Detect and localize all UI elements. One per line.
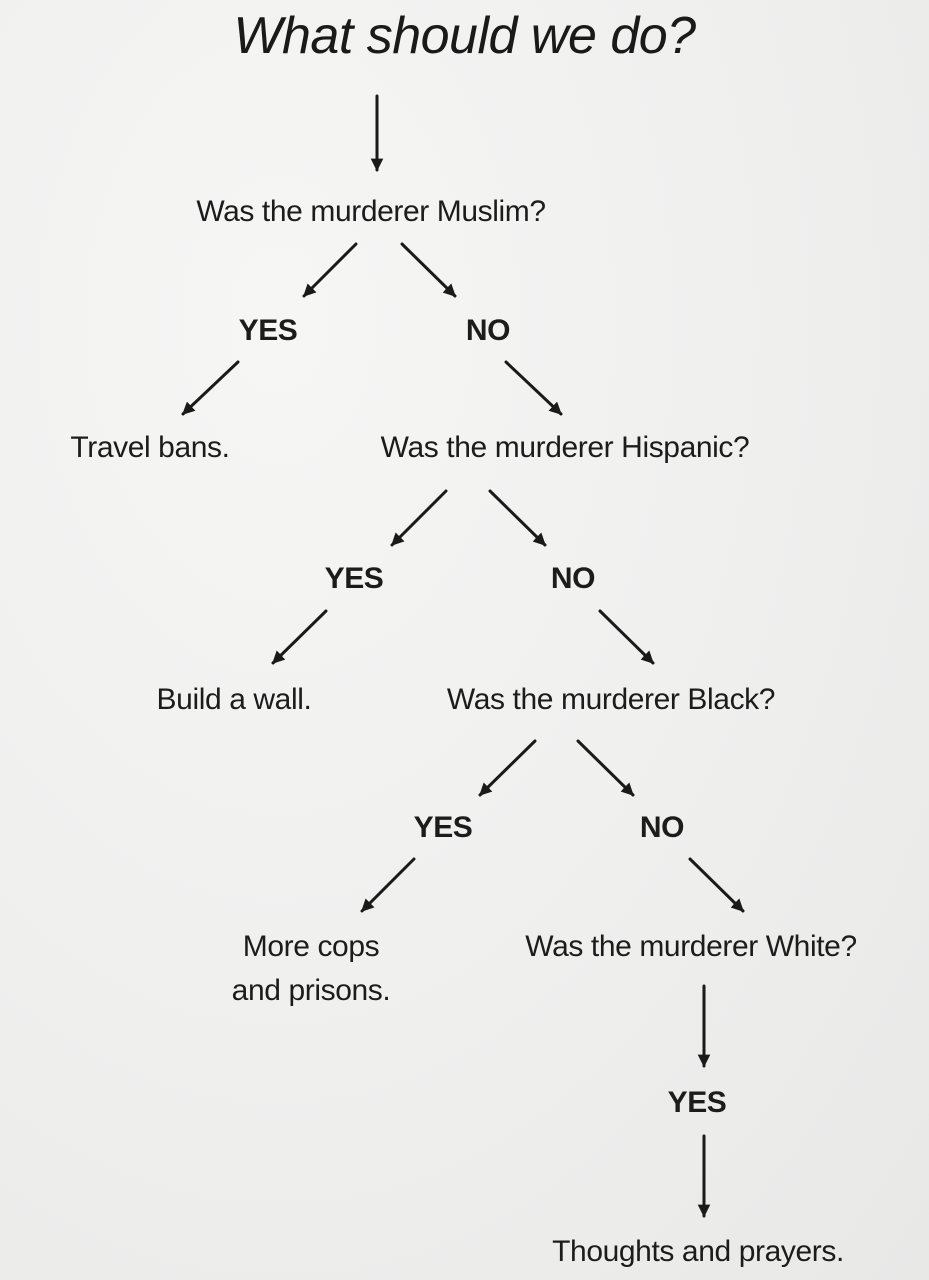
- arrow-black-to-no: [576, 739, 635, 797]
- answer-more-cops-line2: and prisons.: [231, 974, 391, 1007]
- arrow-no-to-white: [688, 857, 745, 913]
- arrow-yes-to-travel-bans: [181, 360, 240, 416]
- arrow-no-to-hispanic: [504, 360, 563, 416]
- question-hispanic: Was the murderer Hispanic?: [380, 431, 750, 464]
- arrow-hispanic-to-no: [488, 489, 547, 547]
- question-white: Was the murderer White?: [525, 930, 857, 963]
- arrow-muslim-to-yes: [302, 242, 358, 298]
- branch-white-yes: YES: [667, 1086, 727, 1119]
- answer-thoughts-prayers: Thoughts and prayers.: [552, 1235, 844, 1268]
- arrow-yes-to-build-wall: [271, 609, 328, 665]
- answer-more-cops: More cops and prisons.: [232, 925, 391, 1013]
- arrow-hispanic-to-yes: [390, 489, 448, 547]
- answer-more-cops-line1: More cops: [242, 930, 380, 963]
- branch-hispanic-yes: YES: [324, 562, 384, 595]
- branch-muslim-no: NO: [465, 314, 511, 347]
- answer-build-wall: Build a wall.: [156, 683, 312, 716]
- branch-black-no: NO: [639, 811, 685, 844]
- answer-travel-bans: Travel bans.: [70, 431, 230, 464]
- arrow-muslim-to-no: [400, 242, 457, 298]
- question-muslim: Was the murderer Muslim?: [196, 195, 546, 228]
- arrow-no-to-black: [598, 609, 655, 665]
- page-title: What should we do?: [233, 7, 696, 65]
- branch-muslim-yes: YES: [238, 314, 298, 347]
- arrow-black-to-yes: [478, 739, 537, 797]
- branch-black-yes: YES: [413, 811, 473, 844]
- arrow-yes-to-more-cops: [360, 857, 416, 913]
- question-black: Was the murderer Black?: [446, 683, 776, 716]
- branch-hispanic-no: NO: [550, 562, 596, 595]
